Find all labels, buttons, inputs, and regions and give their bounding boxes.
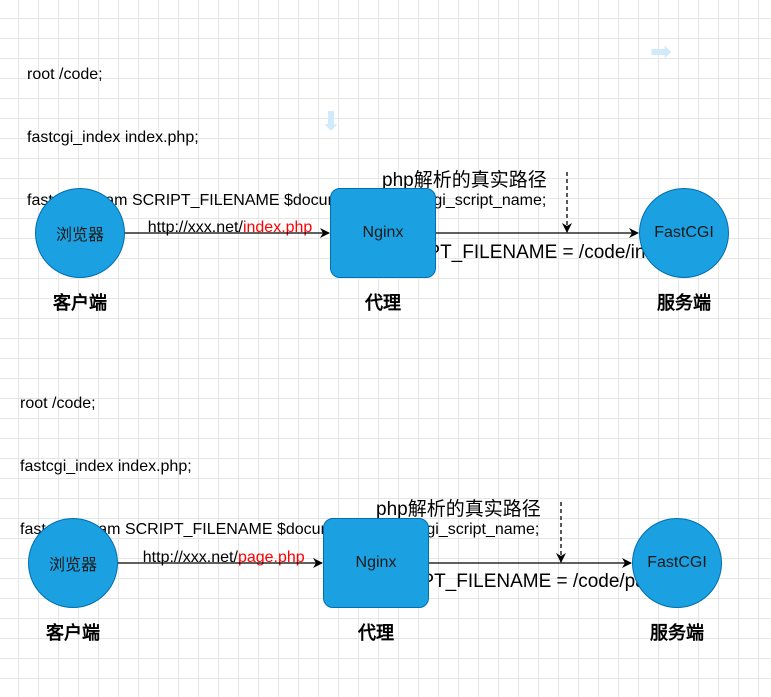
annotation-title: php解析的真实路径 <box>376 499 541 520</box>
url-highlight: index.php <box>242 219 313 236</box>
panel-2-proxy-caption: 代理 <box>358 623 394 643</box>
panel-2-proxy-node[interactable]: Nginx <box>323 518 429 608</box>
panel-2-server-caption: 服务端 <box>650 623 704 643</box>
panel-1-server-node[interactable]: FastCGI <box>639 188 729 278</box>
url-prefix: http://xxx.net/ <box>142 549 238 566</box>
panel-2-server-node[interactable]: FastCGI <box>632 518 722 608</box>
url-highlight: page.php <box>237 549 305 566</box>
config-line: fastcgi_index index.php; <box>27 129 199 146</box>
panel-1-client-node[interactable]: 浏览器 <box>35 188 125 278</box>
config-line: root /code; <box>27 66 103 83</box>
panel-1-request-url: http://xxx.net/index.php <box>130 201 313 255</box>
server-label: FastCGI <box>647 554 707 571</box>
ghost-right-arrow-icon: ➡ <box>650 36 672 66</box>
ghost-down-arrow-icon: ⬇ <box>320 106 342 136</box>
panel-1-client-caption: 客户端 <box>53 293 107 313</box>
server-label: FastCGI <box>654 224 714 241</box>
panel-2-client-caption: 客户端 <box>46 623 100 643</box>
proxy-label: Nginx <box>355 554 397 571</box>
panel-2-client-node[interactable]: 浏览器 <box>28 518 118 608</box>
client-label: 浏览器 <box>55 227 104 244</box>
panel-1-proxy-caption: 代理 <box>365 293 401 313</box>
panel-1-server-caption: 服务端 <box>657 293 711 313</box>
proxy-label: Nginx <box>362 224 404 241</box>
config-line: root /code; <box>20 395 96 412</box>
url-prefix: http://xxx.net/ <box>147 219 243 236</box>
panel-2-request-url: http://xxx.net/page.php <box>125 531 305 585</box>
annotation-title: php解析的真实路径 <box>382 170 547 191</box>
panel-1-proxy-node[interactable]: Nginx <box>330 188 436 278</box>
client-label: 浏览器 <box>48 557 97 574</box>
config-line: fastcgi_index index.php; <box>20 458 192 475</box>
